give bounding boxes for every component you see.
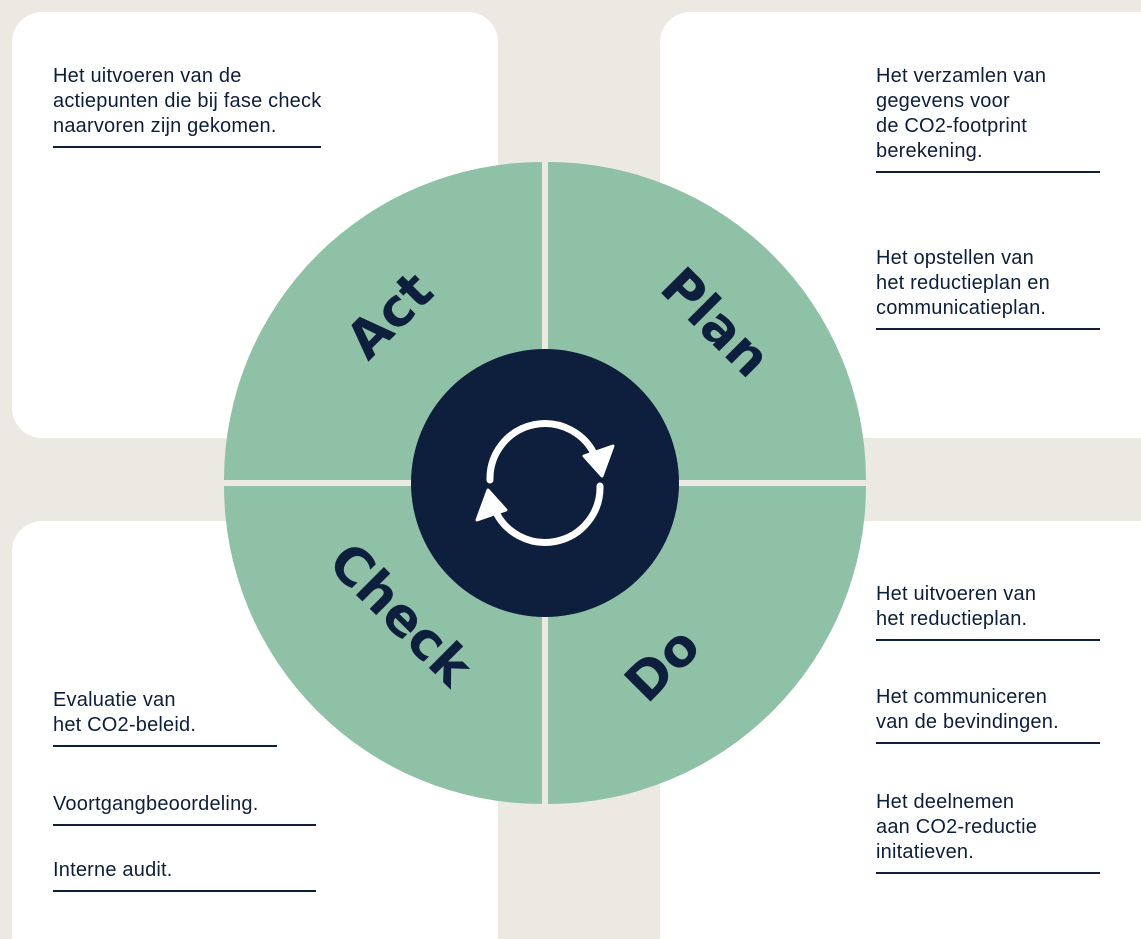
plan-item-1: Het verzamlen van gegevens voor de CO2-f… xyxy=(876,64,1100,173)
check-item-1-line-1: Evaluatie van xyxy=(53,689,176,711)
center-circle xyxy=(411,349,679,617)
plan-item-2-line-3: communicatieplan. xyxy=(876,297,1047,319)
do-item-3: Het deelnemen aan CO2-reductie initatiev… xyxy=(876,790,1100,874)
check-item-1: Evaluatie van het CO2-beleid. xyxy=(53,688,277,747)
plan-item-1-line-3: de CO2-footprint xyxy=(876,115,1028,137)
do-item-3-line-2: aan CO2-reductie xyxy=(876,816,1038,838)
check-item-1-line-2: het CO2-beleid. xyxy=(53,714,197,736)
act-item-1-line-3: naarvoren zijn gekomen. xyxy=(53,115,277,137)
do-item-2: Het communiceren van de bevindingen. xyxy=(876,685,1100,744)
plan-item-1-line-4: berekening. xyxy=(876,140,983,162)
act-item-1: Het uitvoeren van de actiepunten die bij… xyxy=(53,64,322,148)
check-item-3: Interne audit. xyxy=(53,858,316,892)
do-item-3-line-3: initatieven. xyxy=(876,841,975,863)
do-item-1: Het uitvoeren van het reductieplan. xyxy=(876,582,1100,641)
act-item-1-line-2: actiepunten die bij fase check xyxy=(53,90,322,112)
plan-item-1-line-1: Het verzamlen van xyxy=(876,65,1047,87)
do-item-1-line-2: het reductieplan. xyxy=(876,608,1028,630)
do-item-1-line-1: Het uitvoeren van xyxy=(876,583,1037,605)
plan-item-2-line-1: Het opstellen van xyxy=(876,247,1034,269)
check-item-3-line-1: Interne audit. xyxy=(53,859,173,881)
check-item-2-line-1: Voortgangbeoordeling. xyxy=(53,793,259,815)
plan-item-2: Het opstellen van het reductieplan en co… xyxy=(876,246,1100,330)
do-item-3-line-1: Het deelnemen xyxy=(876,791,1015,813)
refresh-cycle-icon xyxy=(475,420,615,546)
check-item-2: Voortgangbeoordeling. xyxy=(53,792,316,826)
act-item-1-line-1: Het uitvoeren van de xyxy=(53,65,242,87)
do-item-2-line-1: Het communiceren xyxy=(876,686,1048,708)
plan-item-1-line-2: gegevens voor xyxy=(876,90,1010,112)
do-item-2-line-2: van de bevindingen. xyxy=(876,711,1059,733)
plan-item-2-line-2: het reductieplan en xyxy=(876,272,1050,294)
